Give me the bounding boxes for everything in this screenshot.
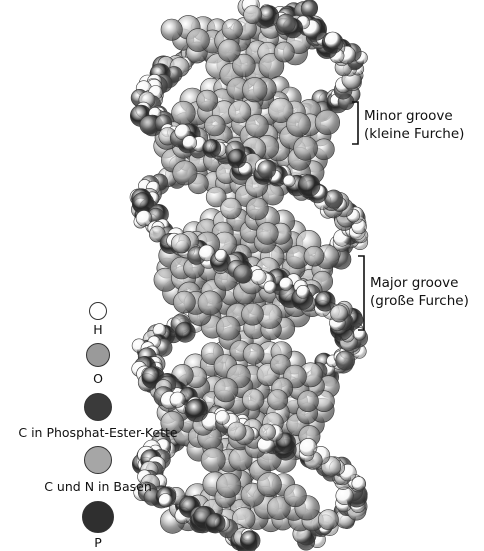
atom-sphere bbox=[318, 510, 338, 530]
atom-sphere bbox=[161, 19, 182, 40]
atom-sphere bbox=[172, 101, 196, 125]
atom-sphere bbox=[173, 161, 197, 185]
major-groove-label-en: Major groove bbox=[370, 274, 469, 292]
atom-sphere bbox=[315, 291, 335, 311]
atom-sphere bbox=[296, 285, 309, 298]
atom-sphere bbox=[283, 175, 295, 187]
legend-p-swatch bbox=[82, 501, 114, 533]
atom-sphere bbox=[185, 399, 208, 422]
atom-sphere bbox=[228, 422, 247, 441]
atom-sphere bbox=[173, 291, 195, 313]
atom-sphere bbox=[244, 6, 262, 24]
atom-sphere bbox=[218, 39, 240, 61]
atom-sphere bbox=[264, 281, 276, 293]
atom-sphere bbox=[279, 277, 292, 290]
atom-sphere bbox=[243, 343, 264, 364]
atom-sphere bbox=[216, 316, 240, 340]
atom-sphere bbox=[301, 1, 317, 17]
atom-sphere bbox=[294, 136, 318, 160]
atom-sphere bbox=[243, 77, 268, 102]
atom-sphere bbox=[246, 198, 268, 220]
atom-sphere bbox=[216, 473, 241, 498]
legend-cn-bases-label: C und N in Basen bbox=[22, 479, 174, 494]
atom-sphere bbox=[229, 101, 251, 123]
atom-sphere bbox=[259, 424, 275, 440]
legend-c-backbone-swatch bbox=[84, 393, 112, 421]
atom-sphere bbox=[171, 234, 190, 253]
atom-sphere bbox=[222, 19, 243, 40]
atom-sphere bbox=[298, 391, 319, 412]
atom-sphere bbox=[274, 42, 294, 62]
atom-sphere bbox=[175, 322, 195, 342]
atom-sphere bbox=[242, 389, 264, 411]
atom-sphere bbox=[203, 139, 221, 157]
atom-sphere bbox=[299, 438, 317, 456]
atom-sphere bbox=[205, 513, 225, 533]
major-groove-label: Major groove (große Furche) bbox=[370, 274, 469, 310]
major-groove-label-de: (große Furche) bbox=[370, 292, 469, 310]
atom-sphere bbox=[315, 110, 340, 135]
atom-sphere bbox=[284, 484, 306, 506]
atom-sphere bbox=[205, 115, 226, 136]
atom-sphere bbox=[215, 249, 227, 261]
atom-sphere bbox=[215, 411, 229, 425]
atom-sphere bbox=[228, 149, 247, 168]
atom-sphere bbox=[256, 222, 278, 244]
atom-sphere bbox=[257, 472, 281, 496]
minor-groove-bracket bbox=[350, 100, 362, 146]
major-groove-bracket bbox=[356, 254, 368, 332]
legend-o-swatch bbox=[86, 343, 110, 367]
legend-o-label: O bbox=[88, 371, 108, 386]
legend-p-label: P bbox=[88, 535, 108, 550]
atom-sphere bbox=[214, 378, 238, 402]
atom-sphere bbox=[258, 161, 276, 179]
atom-sphere bbox=[159, 494, 173, 508]
atom-sphere bbox=[336, 351, 355, 370]
atom-sphere bbox=[267, 390, 287, 410]
atom-sphere bbox=[251, 269, 266, 284]
legend-h-label: H bbox=[88, 322, 108, 337]
atom-sphere bbox=[170, 392, 185, 407]
atom-sphere bbox=[325, 32, 341, 48]
minor-groove-label-de: (kleine Furche) bbox=[364, 125, 464, 143]
atom-sphere bbox=[277, 14, 296, 33]
legend-cn-bases-swatch bbox=[84, 446, 112, 474]
atom-sphere bbox=[240, 531, 260, 551]
minor-groove-label-en: Minor groove bbox=[364, 107, 464, 125]
atom-sphere bbox=[298, 175, 320, 197]
atom-sphere bbox=[221, 198, 242, 219]
atom-sphere bbox=[234, 265, 253, 284]
atom-sphere bbox=[242, 303, 264, 325]
atom-sphere bbox=[197, 90, 218, 111]
atom-sphere bbox=[183, 136, 197, 150]
atom-sphere bbox=[201, 448, 225, 472]
atom-sphere bbox=[287, 113, 311, 137]
minor-groove-label: Minor groove (kleine Furche) bbox=[364, 107, 464, 143]
atom-sphere bbox=[304, 246, 324, 266]
atom-sphere bbox=[187, 29, 210, 52]
legend-c-backbone-label: C in Phosphat-Ester-Kette bbox=[0, 425, 196, 440]
legend-h-swatch bbox=[89, 302, 107, 320]
atom-sphere bbox=[198, 291, 222, 315]
